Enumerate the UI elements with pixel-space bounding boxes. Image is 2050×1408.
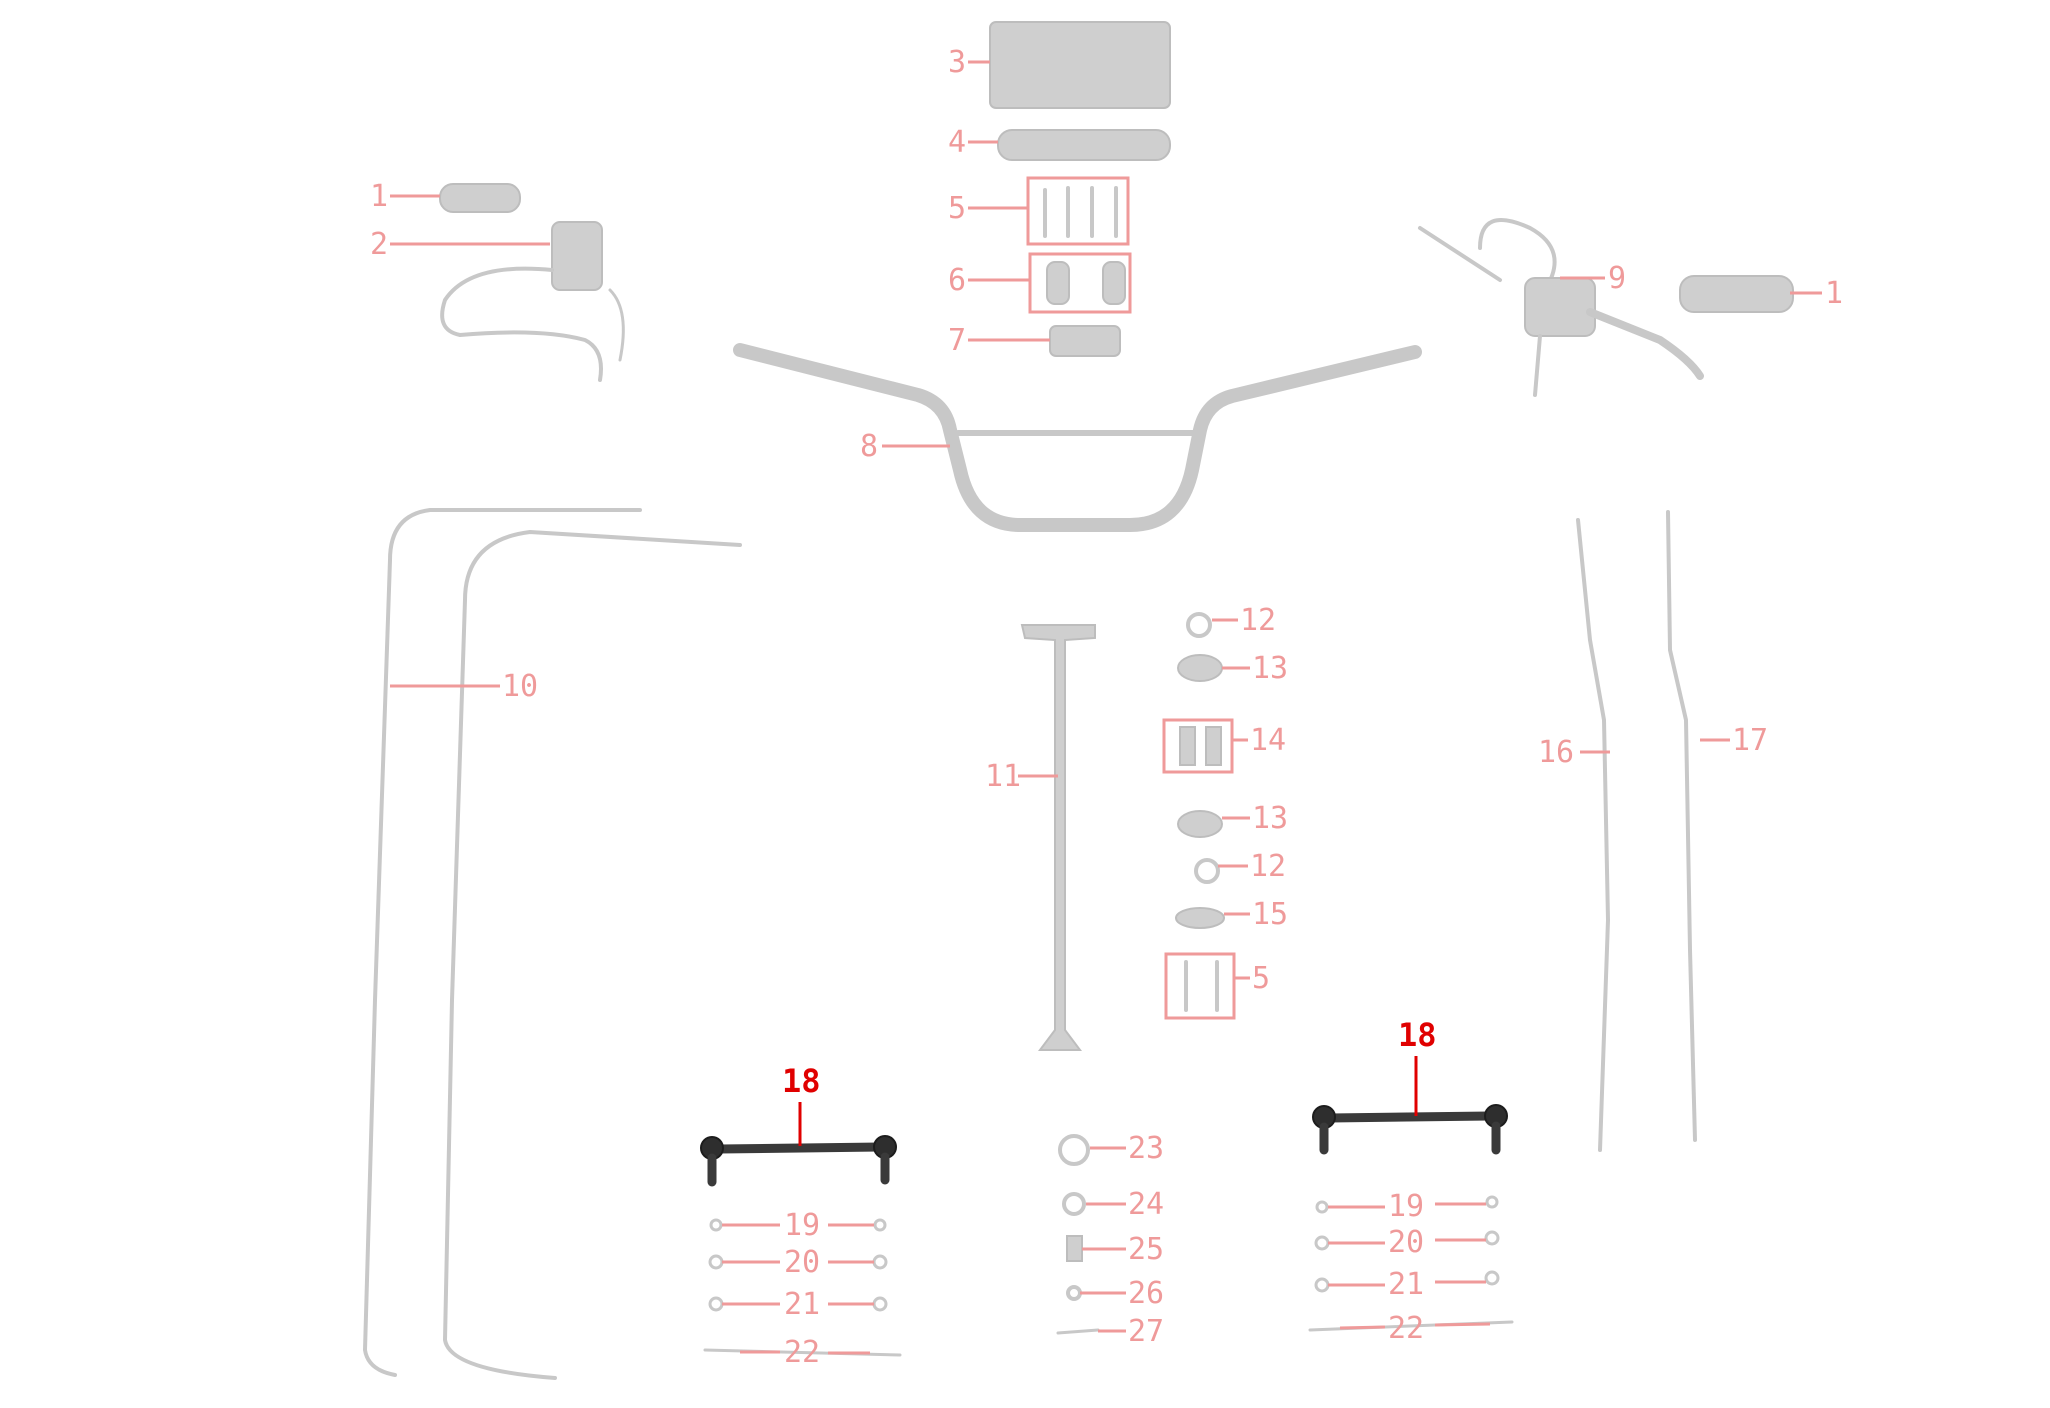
callout-4: 4 [948, 125, 966, 160]
callout-13-top: 13 [1252, 651, 1288, 686]
part-ring-12b [1194, 858, 1220, 884]
callout-10: 10 [502, 669, 538, 704]
part-steering-stem [1020, 624, 1096, 1051]
callout-5-bottom: 5 [1252, 961, 1270, 996]
part-tie-rod-right [1312, 1104, 1508, 1155]
part-left-switch [440, 221, 625, 382]
callout-3: 3 [948, 45, 966, 80]
callout-11: 11 [985, 759, 1021, 794]
part-grip-right [1679, 275, 1794, 313]
part-cable-16 [1576, 518, 1610, 1152]
leader-lines [390, 60, 1822, 1355]
part-ring-12a [1186, 612, 1212, 638]
part-bar-pad [997, 129, 1171, 161]
part-grip-left [439, 183, 521, 213]
callout-18-right: 18 [1398, 1016, 1437, 1054]
part-tie-rod-left [700, 1135, 897, 1187]
callout-12-bottom: 12 [1250, 849, 1286, 884]
part-bolts-top [1043, 186, 1118, 238]
callout-2: 2 [370, 227, 388, 262]
callout-14: 14 [1250, 723, 1286, 758]
callout-19-right: 19 [1388, 1189, 1424, 1224]
callout-6: 6 [948, 263, 966, 298]
callout-labels: 1 2 3 4 5 6 7 8 9 1 10 11 12 13 14 13 12… [370, 45, 1843, 1370]
callout-20-left: 20 [784, 1245, 820, 1280]
part-cable-left-b [443, 530, 742, 1380]
part-block-13b [1177, 810, 1223, 838]
part-bracket [1049, 325, 1121, 357]
part-right-lever [1418, 218, 1704, 397]
part-cable-left-a [363, 508, 642, 1377]
callout-26: 26 [1128, 1276, 1164, 1311]
part-ring-23 [1058, 1134, 1090, 1166]
callout-25: 25 [1128, 1232, 1164, 1267]
callout-5: 5 [948, 191, 966, 226]
part-washer-26 [1066, 1285, 1082, 1301]
callout-18-left: 18 [782, 1062, 821, 1100]
callout-1-right: 1 [1825, 276, 1843, 311]
callout-22-left: 22 [784, 1335, 820, 1370]
callout-15: 15 [1252, 897, 1288, 932]
part-plate-15 [1175, 907, 1225, 929]
part-handlebar [733, 343, 1422, 532]
callout-24: 24 [1128, 1187, 1164, 1222]
callout-7: 7 [948, 323, 966, 358]
callout-17: 17 [1732, 723, 1768, 758]
callout-1: 1 [370, 179, 388, 214]
callout-19-left: 19 [784, 1208, 820, 1243]
part-sleeve-25 [1066, 1235, 1083, 1262]
part-ring-24 [1062, 1192, 1086, 1216]
callout-21-right: 21 [1388, 1267, 1424, 1302]
part-bolts-5b [1184, 960, 1219, 1012]
callout-21-left: 21 [784, 1287, 820, 1322]
part-clamps [1046, 261, 1126, 305]
callout-12-top: 12 [1240, 603, 1276, 638]
part-pin-27 [1056, 1328, 1100, 1335]
part-bushes-14 [1179, 726, 1222, 766]
callout-27: 27 [1128, 1314, 1164, 1349]
part-block-13a [1177, 654, 1223, 682]
part-grip-cover [989, 21, 1171, 109]
part-cable-17 [1666, 510, 1697, 1142]
callout-16: 16 [1538, 735, 1574, 770]
callout-20-right: 20 [1388, 1225, 1424, 1260]
callout-22-right: 22 [1388, 1311, 1424, 1346]
callout-8: 8 [860, 429, 878, 464]
callout-13-bottom: 13 [1252, 801, 1288, 836]
callout-23: 23 [1128, 1131, 1164, 1166]
callout-9: 9 [1608, 261, 1626, 296]
